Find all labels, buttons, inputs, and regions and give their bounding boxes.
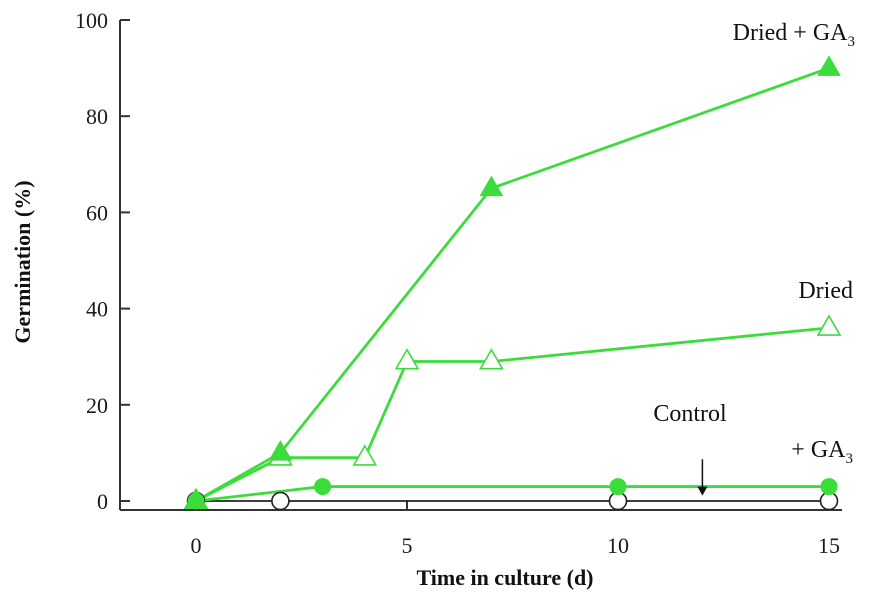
data-point-filled-triangle xyxy=(268,440,293,461)
x-tick-label: 15 xyxy=(818,533,840,558)
plot-area xyxy=(183,55,842,511)
y-tick-label: 100 xyxy=(75,8,108,33)
series-label: Dried + GA3 xyxy=(733,20,855,50)
x-axis-title: Time in culture (d) xyxy=(416,565,593,590)
series-label: Control xyxy=(653,401,727,427)
data-point-open-circle xyxy=(271,491,290,511)
data-point-filled-triangle xyxy=(479,175,504,197)
y-tick-label: 20 xyxy=(86,393,108,418)
series-label: Dried xyxy=(798,278,853,304)
data-point-filled-circle xyxy=(609,478,627,496)
series-line xyxy=(195,485,829,503)
x-tick-label: 10 xyxy=(607,533,629,558)
data-point-filled-triangle xyxy=(184,488,208,509)
data-point-filled-circle xyxy=(820,478,838,496)
y-tick-label: 60 xyxy=(86,200,108,225)
y-axis-title: Germination (%) xyxy=(10,180,35,343)
x-tick-label: 5 xyxy=(402,533,413,558)
series-line xyxy=(195,66,830,503)
x-tick-label: 0 xyxy=(191,533,202,558)
data-point-open-triangle xyxy=(394,348,420,370)
series-label: + GA3 xyxy=(791,437,853,467)
control-arrow-head xyxy=(697,486,708,496)
y-tick-label: 40 xyxy=(86,297,108,322)
y-tick-label: 80 xyxy=(86,104,108,129)
y-tick-label: 0 xyxy=(97,489,108,514)
axes: 0 20 40 60 80 100 0 5 10 15 xyxy=(75,8,842,558)
data-point-filled-triangle xyxy=(817,55,841,76)
data-point-open-triangle xyxy=(479,348,504,370)
data-point-open-triangle xyxy=(352,444,378,466)
data-point-filled-circle xyxy=(314,478,332,496)
data-point-open-triangle xyxy=(816,314,842,336)
series-line xyxy=(195,326,830,503)
